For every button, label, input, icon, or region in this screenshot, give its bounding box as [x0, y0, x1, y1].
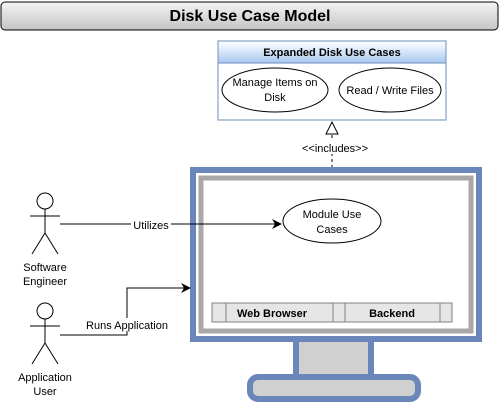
includes-relation: <<includes>> — [300, 120, 370, 198]
edge-utilizes-label: Utilizes — [133, 220, 169, 232]
edge-runs-application: Runs Application — [60, 283, 191, 336]
expanded-use-cases-box: Expanded Disk Use Cases Manage Items on … — [217, 40, 447, 121]
diagram-title: Disk Use Case Model — [170, 8, 331, 25]
hollow-arrowhead-icon — [325, 120, 339, 135]
module-use-case-line1: Module Use — [303, 209, 362, 221]
edge-runs-application-label: Runs Application — [86, 320, 168, 332]
actor-software-engineer-line1: Software — [23, 262, 66, 274]
module-use-case-line2: Cases — [316, 224, 348, 236]
actor-software-engineer-line2: Engineer — [23, 276, 67, 288]
taskbar-web-browser: Web Browser — [237, 308, 308, 320]
expanded-box-title: Expanded Disk Use Cases — [263, 47, 401, 59]
module-use-case: Module Use Cases — [282, 198, 382, 244]
use-case-read-write — [338, 67, 442, 113]
edge-utilizes: Utilizes — [60, 218, 282, 232]
actor-software-engineer — [30, 192, 60, 255]
actor-application-user — [30, 302, 60, 365]
actor-application-user-line2: User — [33, 386, 57, 398]
use-case-manage-items-line1: Manage Items on — [233, 77, 318, 89]
actor-application-user-line1: Application — [18, 372, 72, 384]
use-case-manage-items — [221, 67, 329, 113]
use-case-read-write-label: Read / Write Files — [346, 85, 434, 97]
taskbar-backend: Backend — [369, 308, 415, 320]
use-case-manage-items-line2: Disk — [264, 92, 286, 104]
monitor-taskbar: Web Browser Backend — [211, 302, 453, 323]
includes-label: <<includes>> — [302, 143, 368, 155]
title-header: Disk Use Case Model — [0, 1, 499, 31]
